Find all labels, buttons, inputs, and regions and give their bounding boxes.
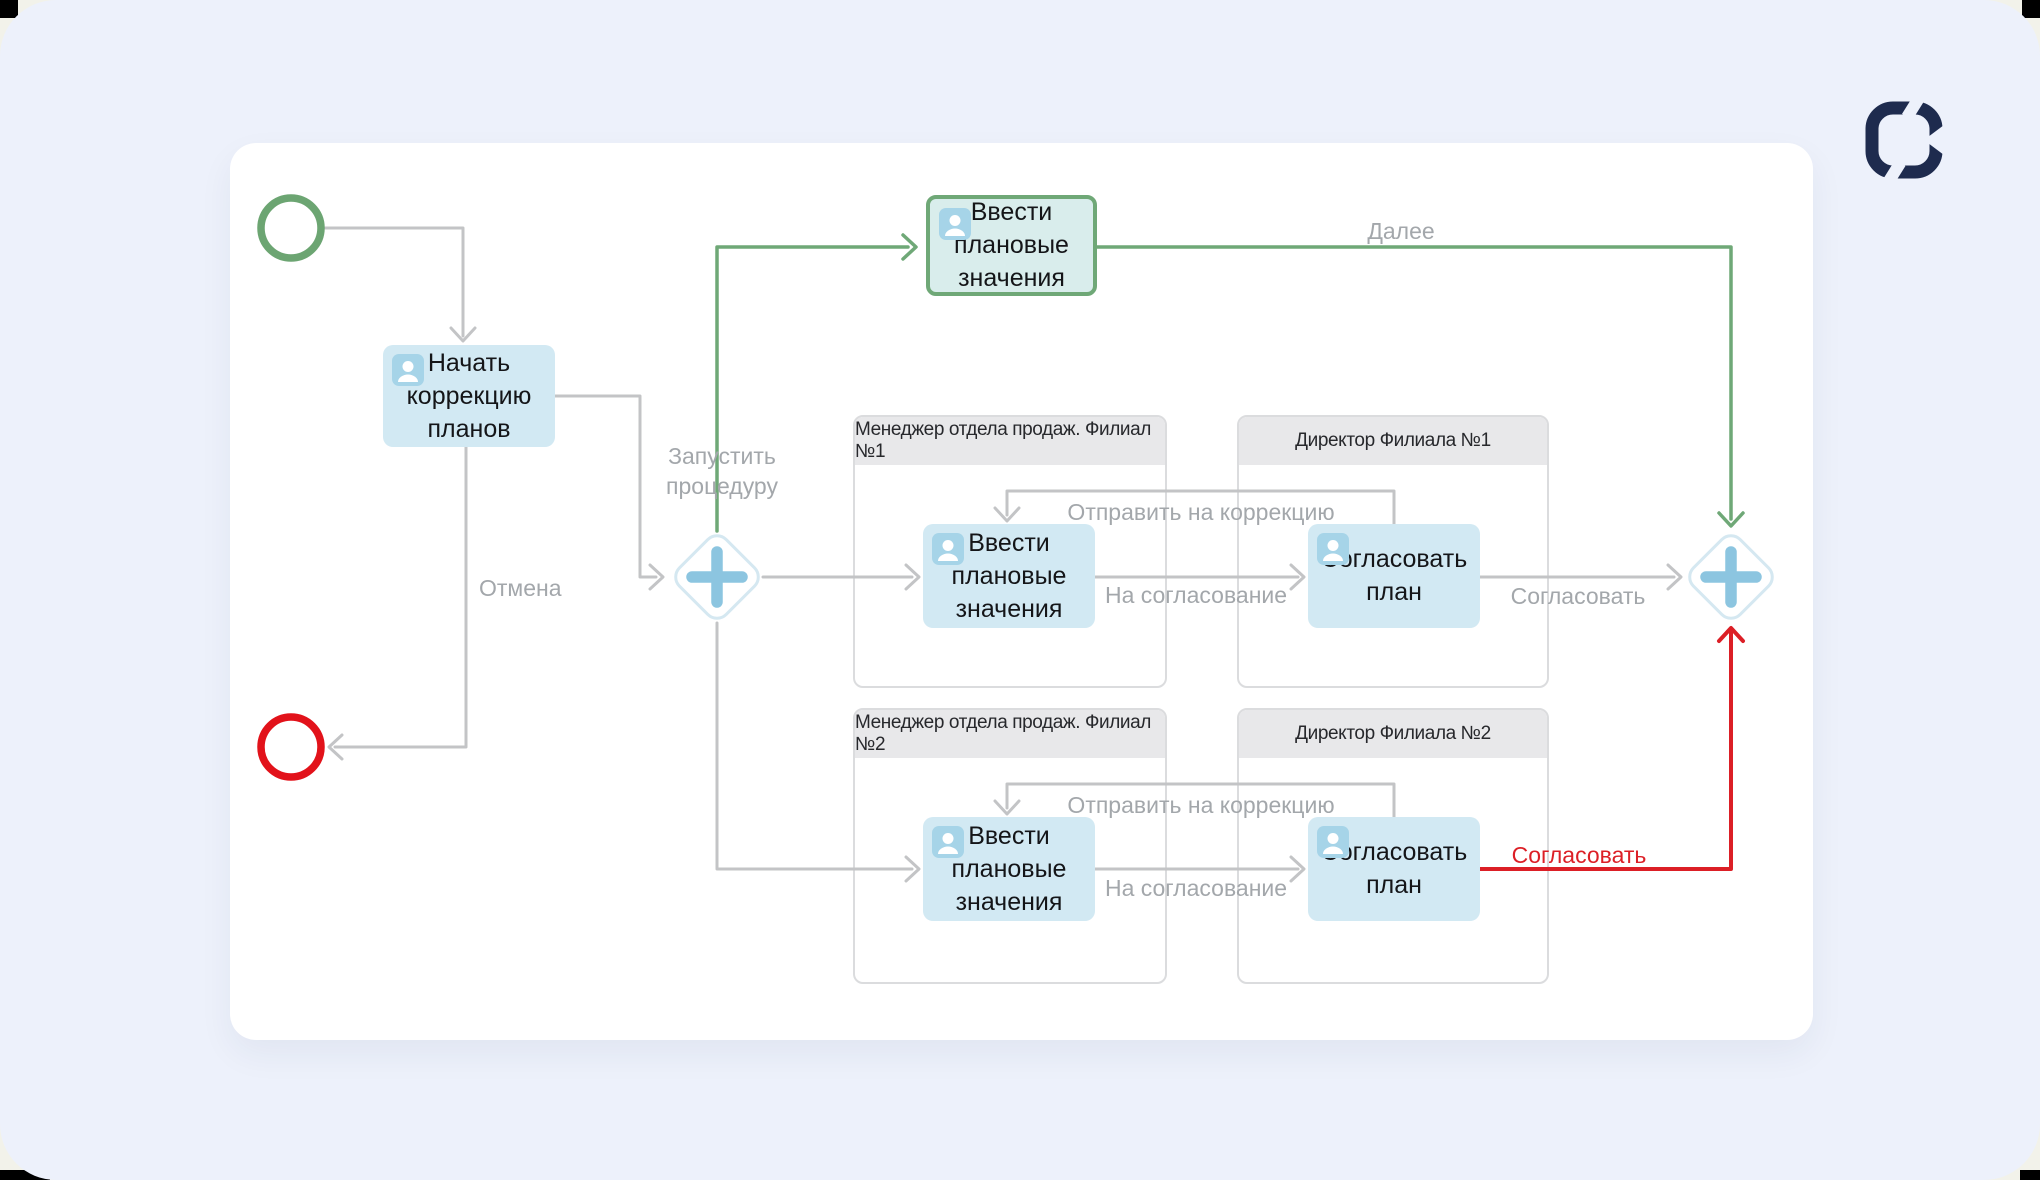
- lane-title: Менеджер отдела продаж. Филиал №1: [855, 419, 1151, 462]
- frame-corner-bottom-left: [0, 1170, 50, 1180]
- person-icon: [1317, 533, 1349, 565]
- edge-label-approve-gray: Согласовать: [1510, 583, 1646, 609]
- flow-approve2-to-gateway2: [1478, 631, 1733, 871]
- arrowhead: [993, 799, 1021, 816]
- start-event[interactable]: [257, 194, 325, 262]
- plus-icon: [1700, 546, 1762, 608]
- brand-logo: [1862, 92, 1948, 188]
- arrowhead: [1289, 855, 1306, 883]
- task-enter-values-main[interactable]: Ввести плановые значения: [926, 195, 1097, 296]
- lane-title: Менеджер отдела продаж. Филиал №2: [855, 712, 1151, 755]
- frame-corner-top-right: [2022, 0, 2040, 18]
- arrowhead-green: [1717, 511, 1745, 528]
- end-event[interactable]: [257, 713, 325, 781]
- parallel-gateway-2[interactable]: [1684, 530, 1777, 623]
- flow-task-to-gateway1: [553, 394, 658, 579]
- arrowhead-green: [901, 233, 918, 261]
- plus-icon: [686, 546, 748, 608]
- arrowhead: [993, 506, 1021, 523]
- lane-manager-branch-2: Менеджер отдела продаж. Филиал №2: [853, 708, 1167, 984]
- edge-label-send-correction-2: Отправить на коррекцию: [1067, 792, 1335, 818]
- arrowhead: [449, 326, 477, 343]
- task-start-correction[interactable]: Начать коррекцию планов: [383, 345, 555, 447]
- lane-header: Директор Филиала №2: [1239, 710, 1547, 758]
- task-approve-plan-branch-2[interactable]: Согласовать план: [1308, 817, 1480, 921]
- arrowhead-red: [1717, 626, 1745, 643]
- parallel-gateway-1[interactable]: [670, 530, 763, 623]
- task-approve-plan-branch-1[interactable]: Согласовать план: [1308, 524, 1480, 628]
- frame-corner-top-left: [0, 0, 18, 18]
- flow-cancel-to-end: [333, 445, 468, 749]
- task-label: Согласовать план: [1320, 545, 1468, 606]
- flow-correction-loop-2: [1005, 782, 1396, 819]
- arrowhead: [1666, 563, 1683, 591]
- lane-manager-branch-1: Менеджер отдела продаж. Филиал №1: [853, 415, 1167, 688]
- lane-title: Директор Филиала №1: [1295, 430, 1491, 451]
- task-label: Ввести плановые значения: [954, 198, 1069, 292]
- flow-start-to-task: [323, 226, 465, 338]
- arrowhead: [1289, 563, 1306, 591]
- lane-title: Директор Филиала №2: [1295, 723, 1491, 744]
- arrowhead: [648, 563, 665, 591]
- task-label: Ввести плановые значения: [951, 821, 1067, 916]
- flow-gateway1-to-enter2: [715, 621, 914, 871]
- lane-header: Директор Филиала №1: [1239, 417, 1547, 465]
- person-icon: [932, 533, 964, 565]
- arrowhead: [327, 733, 344, 761]
- task-enter-values-branch-2[interactable]: Ввести плановые значения: [923, 817, 1095, 921]
- person-icon: [1317, 826, 1349, 858]
- edge-label-to-approval-2: На согласование: [1104, 875, 1288, 901]
- flow-gateway1-to-main-task: [715, 245, 910, 533]
- lane-director-branch-2: Директор Филиала №2: [1237, 708, 1549, 984]
- lane-director-branch-1: Директор Филиала №1: [1237, 415, 1549, 688]
- edge-label-send-correction-1: Отправить на коррекцию: [1067, 499, 1335, 525]
- task-enter-values-branch-1[interactable]: Ввести плановые значения: [923, 524, 1095, 628]
- frame-corner-bottom-right: [2020, 1170, 2040, 1180]
- edge-label-cancel: Отмена: [479, 575, 562, 601]
- edge-label-start-procedure: Запустить процедуру: [666, 443, 778, 499]
- task-label: Начать коррекцию планов: [406, 348, 532, 443]
- edge-label-approve-red: Согласовать: [1511, 842, 1647, 868]
- arrowhead: [904, 855, 921, 883]
- edge-label-next: Далее: [1367, 218, 1435, 244]
- edge-label-to-approval-1: На согласование: [1104, 582, 1288, 608]
- flow-correction-loop-1: [1005, 489, 1396, 526]
- lane-header: Менеджер отдела продаж. Филиал №2: [855, 710, 1165, 758]
- person-icon: [392, 354, 424, 386]
- arrowhead: [904, 563, 921, 591]
- brand-logo-icon: [1865, 92, 1948, 188]
- flow-main-task-to-gateway2: [1095, 245, 1733, 521]
- lane-header: Менеджер отдела продаж. Филиал №1: [855, 417, 1165, 465]
- task-label: Ввести плановые значения: [951, 528, 1067, 623]
- person-icon: [939, 208, 971, 240]
- person-icon: [932, 826, 964, 858]
